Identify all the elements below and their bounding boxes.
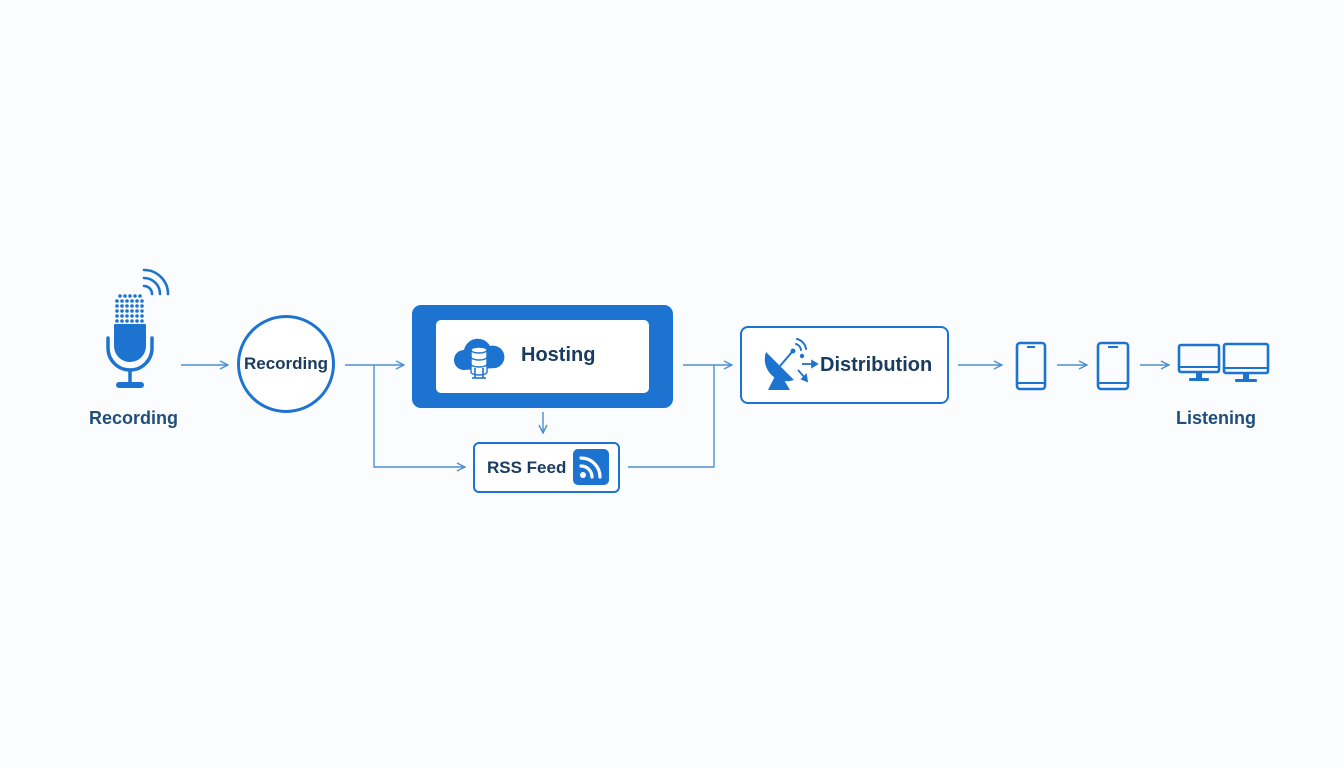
arrow-recording-to-rss	[373, 365, 465, 467]
distribution-node-label: Distribution	[820, 354, 933, 376]
cloud-database-icon	[454, 338, 505, 379]
end-label: Listening	[1176, 408, 1256, 428]
desktop-monitor-icon	[1177, 343, 1221, 381]
rss-feed-label: RSS Feed	[487, 458, 567, 477]
recording-node-label: Recording	[243, 354, 329, 373]
start-label: Recording	[89, 408, 179, 428]
line-rss-to-distribution	[628, 365, 715, 468]
hosting-inner-card: Hosting	[436, 320, 649, 393]
hosting-node: Hosting	[412, 305, 673, 408]
desktop-monitor-icon	[1222, 342, 1270, 382]
rss-feed-node: RSS Feed	[473, 442, 620, 493]
microphone-icon	[106, 268, 170, 388]
rss-icon	[573, 449, 609, 485]
satellite-dish-icon	[764, 338, 819, 390]
hosting-node-label: Hosting	[521, 344, 596, 366]
smartphone-icon	[1015, 341, 1047, 391]
smartphone-icon	[1096, 341, 1130, 391]
distribution-node: Distribution	[740, 326, 949, 404]
recording-node: Recording	[237, 315, 335, 413]
